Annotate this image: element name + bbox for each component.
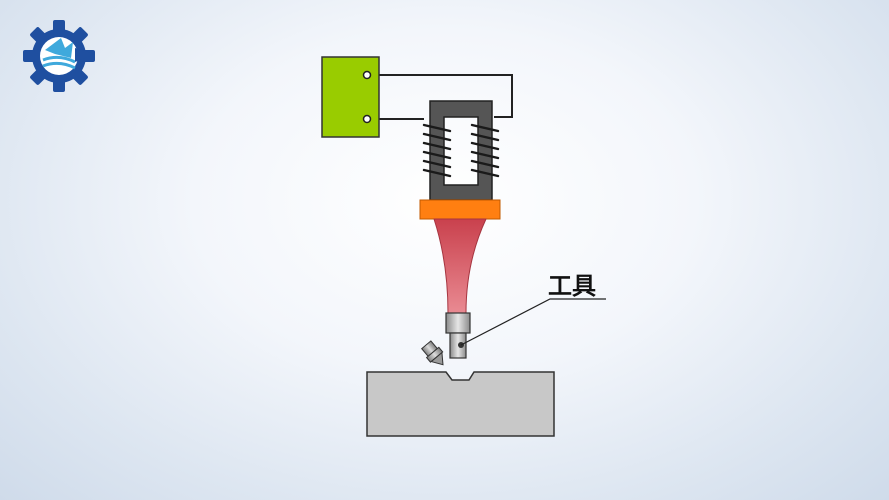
workpiece [366, 371, 555, 437]
horn [433, 218, 487, 314]
wire-top [368, 74, 513, 118]
callout-leader [460, 298, 606, 346]
tool-shaft [449, 332, 467, 359]
coil-windings [422, 123, 500, 178]
callout-label-tool: 工具 [548, 272, 596, 300]
transducer-core [429, 100, 493, 201]
tool-collar [445, 312, 471, 334]
gear-logo-icon [23, 20, 95, 92]
power-supply-box [321, 56, 380, 138]
terminal-top [362, 70, 372, 80]
tool-tip [420, 340, 444, 366]
booster-flange [419, 199, 501, 220]
terminal-bottom [362, 114, 372, 124]
tool [445, 312, 471, 359]
